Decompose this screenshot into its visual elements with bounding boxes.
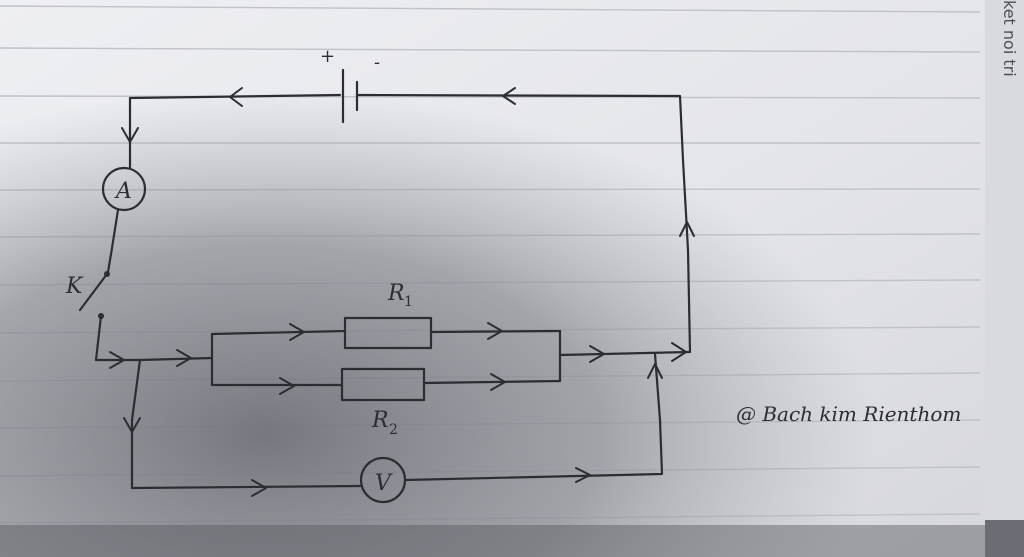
r2-label: R: [371, 408, 389, 433]
left-wire-bottom: [94, 314, 214, 362]
back-page-text: ket noi tri: [1000, 0, 1019, 77]
signature: @ Bach kim Rienthom: [736, 402, 961, 426]
top-wire-left: [128, 93, 342, 100]
page-bottom-edge: [0, 525, 985, 557]
ammeter-label: A: [114, 179, 132, 204]
r1-wire-left: [210, 329, 347, 336]
battery-minus-label: -: [374, 52, 380, 73]
resistor-r2: [340, 367, 426, 402]
switch-blade: [78, 272, 109, 312]
voltmeter-wire-left: [130, 358, 362, 490]
switch-label: K: [65, 274, 84, 299]
output-wire: [558, 350, 692, 357]
circuit: + - A V K R 1 R 2: [65, 46, 695, 504]
r1-subscript: 1: [404, 294, 413, 310]
ammeter-circle: [101, 166, 147, 212]
r2-wire-right: [422, 379, 562, 385]
r2-subscript: 2: [389, 422, 398, 438]
r1-label: R: [387, 281, 405, 306]
shadow-overlay: [0, 0, 985, 557]
battery-plus-label: +: [320, 46, 335, 67]
r1-wire-right: [429, 329, 562, 334]
left-wire-mid: [106, 208, 120, 274]
current-arrows: [109, 87, 695, 497]
top-and-right-wire: [355, 93, 692, 354]
voltmeter-label: V: [375, 471, 393, 496]
voltmeter-wire-right: [404, 352, 664, 482]
